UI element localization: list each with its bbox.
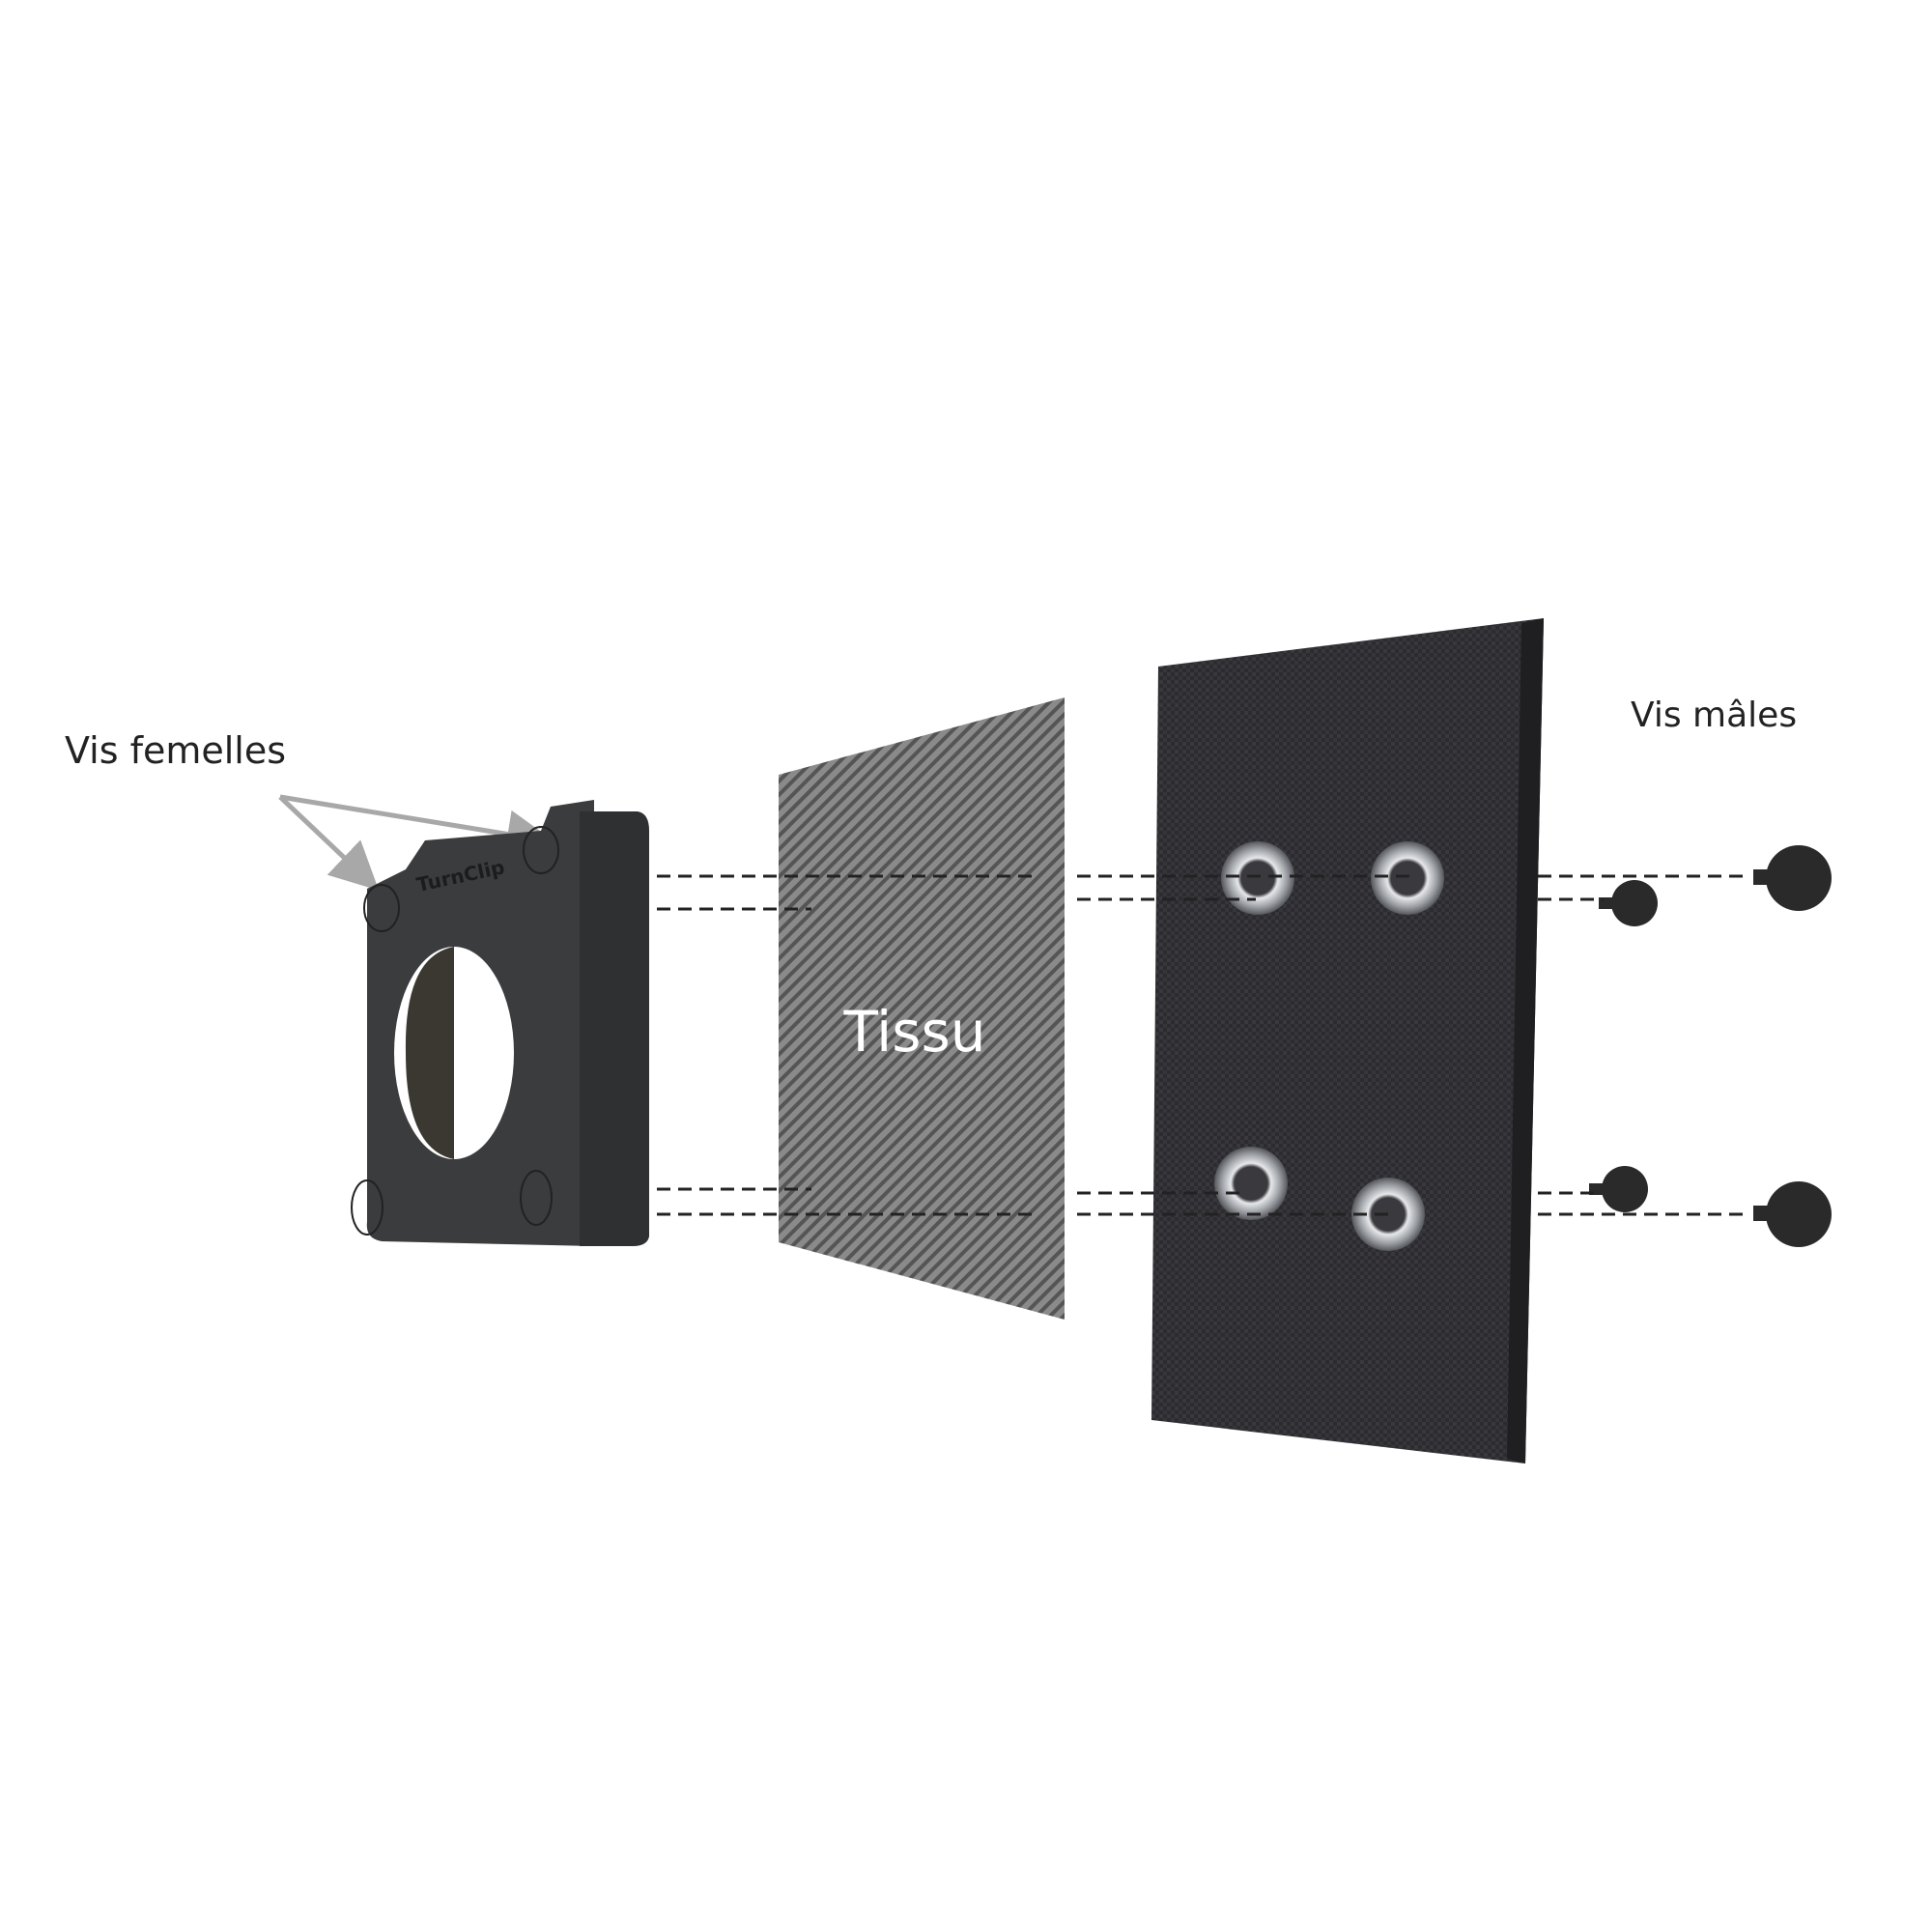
label-female-screws: Vis femelles xyxy=(65,729,286,772)
turnclip-part: TurnClip xyxy=(351,800,649,1246)
arrow-pointers xyxy=(278,794,555,891)
male-screws xyxy=(1589,845,1832,1247)
male-screw-icon xyxy=(1753,845,1832,911)
male-screw-icon xyxy=(1599,880,1658,926)
fabric-panel xyxy=(1151,618,1544,1463)
label-fabric: Tissu xyxy=(843,999,986,1065)
alignment-lines xyxy=(657,874,1748,1216)
arrow-to-right-screw xyxy=(279,794,555,859)
grommet-icon xyxy=(1221,841,1294,915)
female-screw-icon xyxy=(523,826,559,874)
label-male-screws: Vis mâles xyxy=(1631,696,1797,735)
female-screw-icon xyxy=(351,1179,384,1236)
grommet-icon xyxy=(1371,841,1444,915)
grommet-icon xyxy=(1214,1147,1288,1220)
male-screw-icon xyxy=(1589,1166,1648,1212)
female-screw-icon xyxy=(363,884,400,932)
fabric-layer: Tissu xyxy=(779,697,1065,1320)
male-screw-icon xyxy=(1753,1181,1832,1247)
arrow-to-left-screw xyxy=(278,795,380,891)
female-screw-icon xyxy=(520,1170,553,1226)
